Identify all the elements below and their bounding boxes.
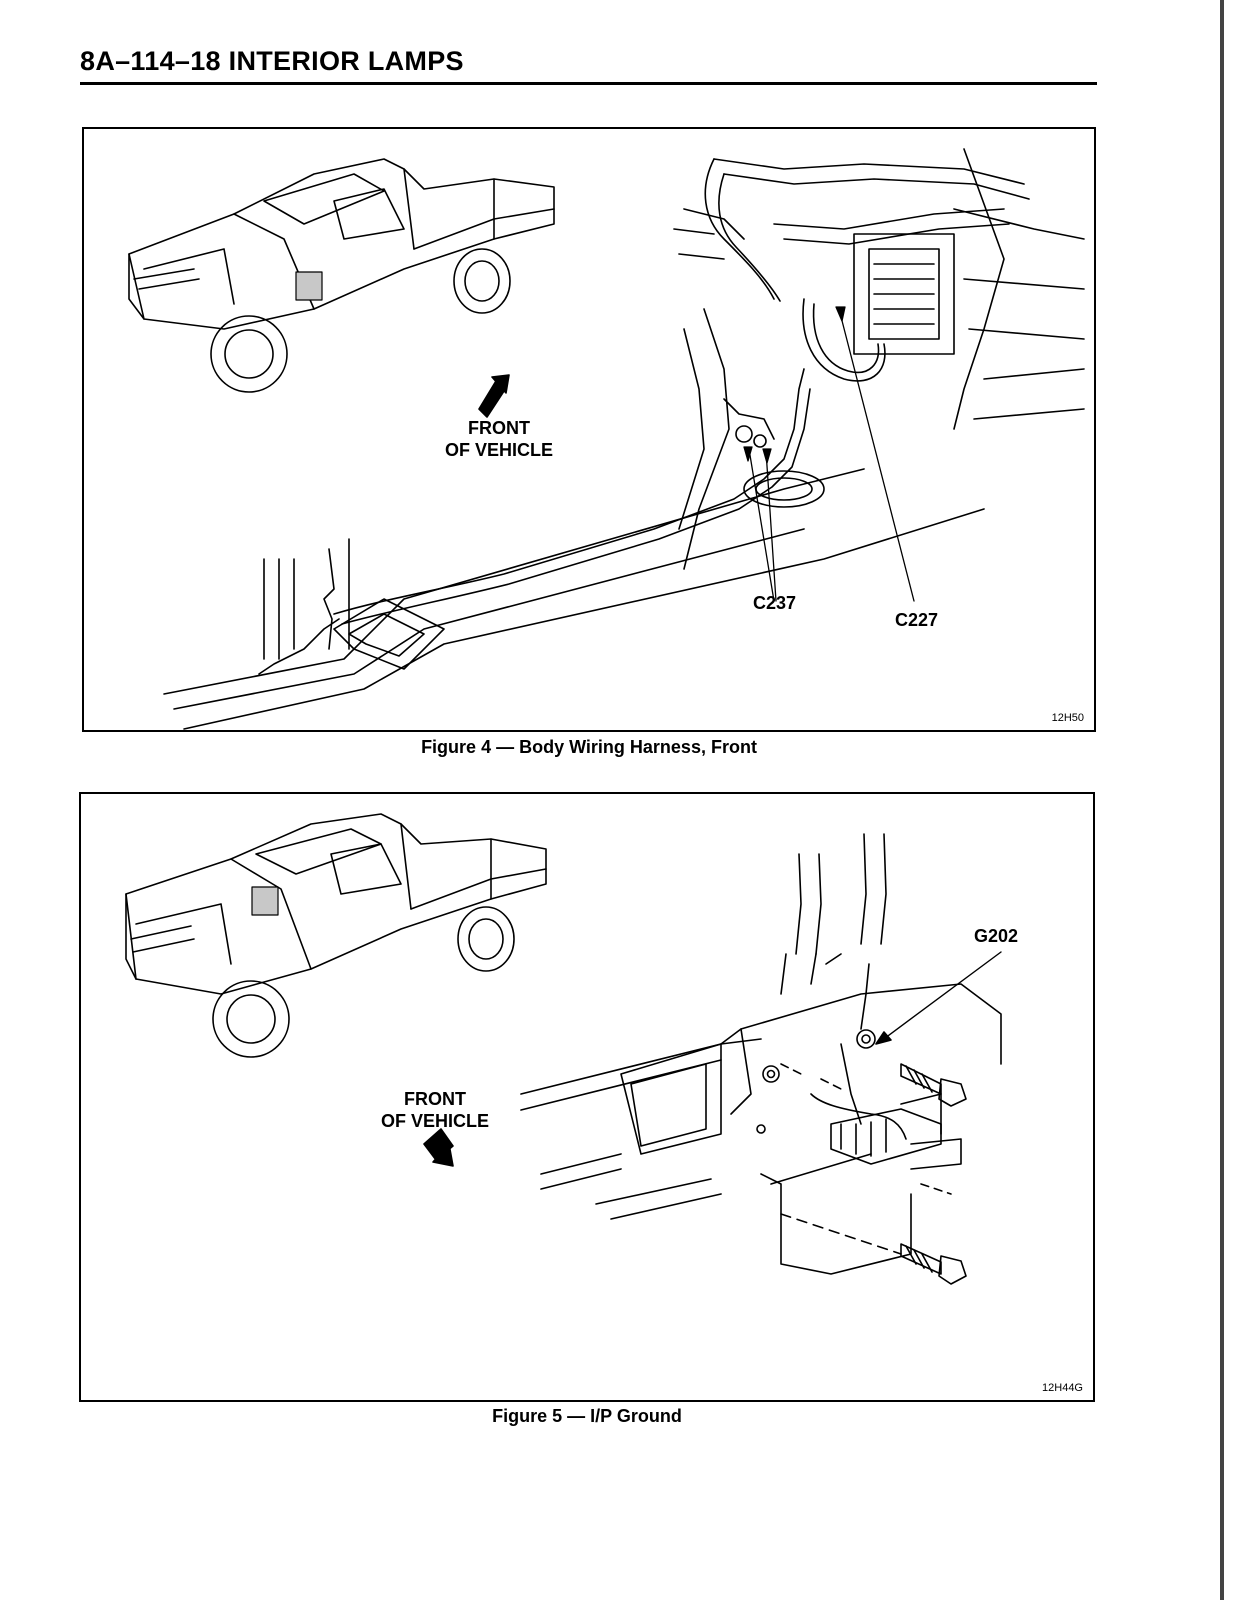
figure-5-illustration	[125, 813, 1002, 1285]
figure-4-caption: Figure 4 — Body Wiring Harness, Front	[421, 737, 757, 757]
figure-5-caption: Figure 5 — I/P Ground	[492, 1406, 682, 1426]
bolt-upper-drawing	[900, 1063, 967, 1107]
pickup-truck-drawing	[128, 158, 555, 393]
body-harness-drawing	[163, 148, 1085, 730]
bolt-lower-drawing	[900, 1243, 967, 1285]
callout-c227: C227	[895, 610, 939, 630]
figure-code: 12H50	[1051, 712, 1084, 724]
ip-structure-drawing	[520, 833, 1002, 1275]
page-edge-divider	[1220, 0, 1224, 1600]
callout-leader-g202	[880, 951, 1002, 1042]
figure-5-ip-ground: FRONT OF VEHICLE G202 12H44G	[79, 792, 1095, 1402]
pickup-truck-drawing	[125, 813, 547, 1058]
dash-harness-drawing	[673, 158, 1085, 448]
figure-code: 12H44G	[1042, 1382, 1083, 1394]
front-label-line2: OF VEHICLE	[444, 440, 553, 460]
front-label-line1: FRONT	[404, 1089, 466, 1109]
callout-g202: G202	[974, 926, 1019, 946]
figure-4-body-wiring-harness: FRONT OF VEHICLE C237 C227 12H50	[82, 127, 1096, 732]
front-of-vehicle-label: FRONT OF VEHICLE	[424, 417, 574, 461]
callout-leaders	[743, 306, 915, 602]
callout-c237: C237	[753, 593, 797, 613]
page-title: 8A–114–18 INTERIOR LAMPS	[80, 46, 464, 76]
front-arrow-icon	[423, 1128, 454, 1161]
figure-4-illustration	[128, 148, 1085, 730]
header-rule	[80, 82, 1097, 85]
front-label-line1: FRONT	[468, 418, 530, 438]
front-label-line2: OF VEHICLE	[380, 1111, 489, 1131]
front-of-vehicle-label: FRONT OF VEHICLE	[365, 1088, 505, 1132]
